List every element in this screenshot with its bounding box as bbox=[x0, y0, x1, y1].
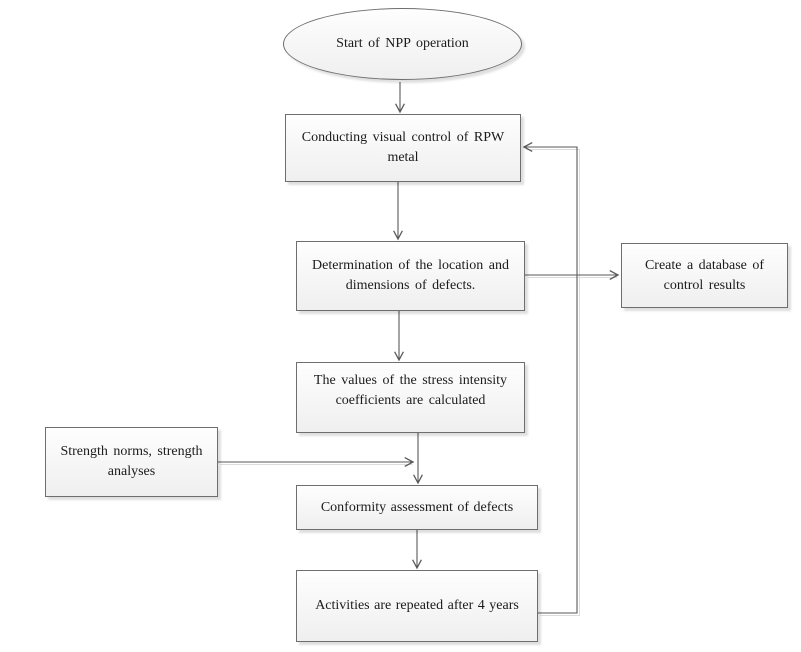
node-conformity: Conformity assessment of defects bbox=[296, 485, 538, 530]
node-visual-control: Conducting visual control of RPW metal bbox=[285, 114, 521, 182]
node-start: Start of NPP operation bbox=[283, 8, 522, 80]
connector-repeat-feedback-loop bbox=[522, 142, 578, 614]
node-create-database: Create a database of control results bbox=[621, 243, 788, 308]
connector-shadows bbox=[220, 149, 618, 616]
node-stress-intensity: The values of the stress intensity coeff… bbox=[296, 362, 525, 433]
node-strength-norms: Strength norms, strength analyses bbox=[45, 427, 218, 497]
node-repeat: Activities are repeated after 4 years bbox=[296, 570, 538, 642]
node-determination: Determination of the location and dimens… bbox=[296, 241, 525, 311]
